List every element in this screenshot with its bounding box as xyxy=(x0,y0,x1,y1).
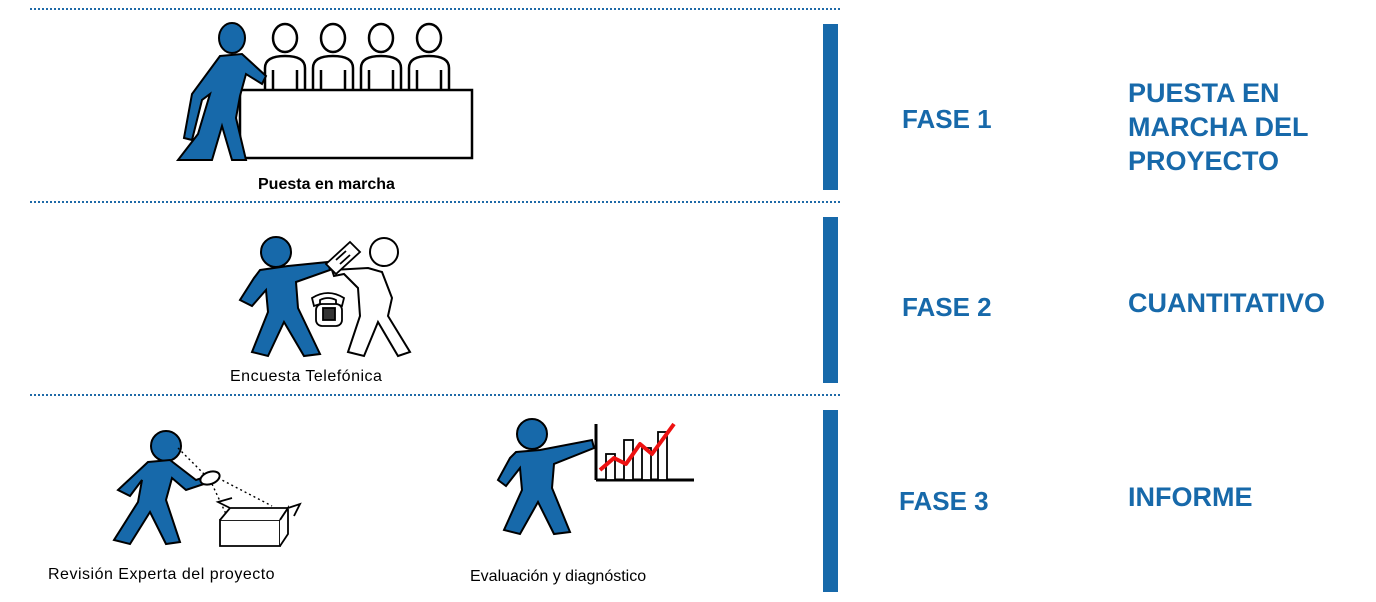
phase-1-title-line-1: PUESTA EN xyxy=(1128,78,1280,108)
phase-1-label: FASE 1 xyxy=(902,104,992,134)
phase-1-title-line-2: MARCHA DEL xyxy=(1128,112,1309,142)
phase-2-caption: Encuesta Telefónica xyxy=(230,368,383,385)
telephone-survey-icon xyxy=(238,236,412,358)
phase-2-title-line-1: CUANTITATIVO xyxy=(1128,288,1325,318)
phase-1-caption: Puesta en marcha xyxy=(258,176,395,193)
phase-3-caption-1: Revisión Experta del proyecto xyxy=(48,566,276,583)
meeting-table-icon xyxy=(175,22,474,161)
phase-3-label: FASE 3 xyxy=(899,486,989,516)
phase-2-bar xyxy=(823,217,838,383)
phase-3-caption-2: Evaluación y diagnóstico xyxy=(470,568,647,585)
separator-2-3 xyxy=(30,394,840,396)
phase-3-title: INFORME xyxy=(1128,480,1253,514)
phase-3-title-line-1: INFORME xyxy=(1128,482,1253,512)
separator-1-2 xyxy=(30,201,840,203)
phase-2-title: CUANTITATIVO xyxy=(1128,286,1325,320)
phase-3-bar xyxy=(823,410,838,592)
phase-1-title: PUESTA EN MARCHA DEL PROYECTO xyxy=(1128,76,1308,178)
separator-top xyxy=(30,8,840,10)
expert-review-icon xyxy=(112,430,302,547)
phase-2-label: FASE 2 xyxy=(902,292,992,322)
evaluation-chart-icon xyxy=(496,418,694,536)
phase-1-title-line-3: PROYECTO xyxy=(1128,146,1280,176)
phase-1-bar xyxy=(823,24,838,190)
